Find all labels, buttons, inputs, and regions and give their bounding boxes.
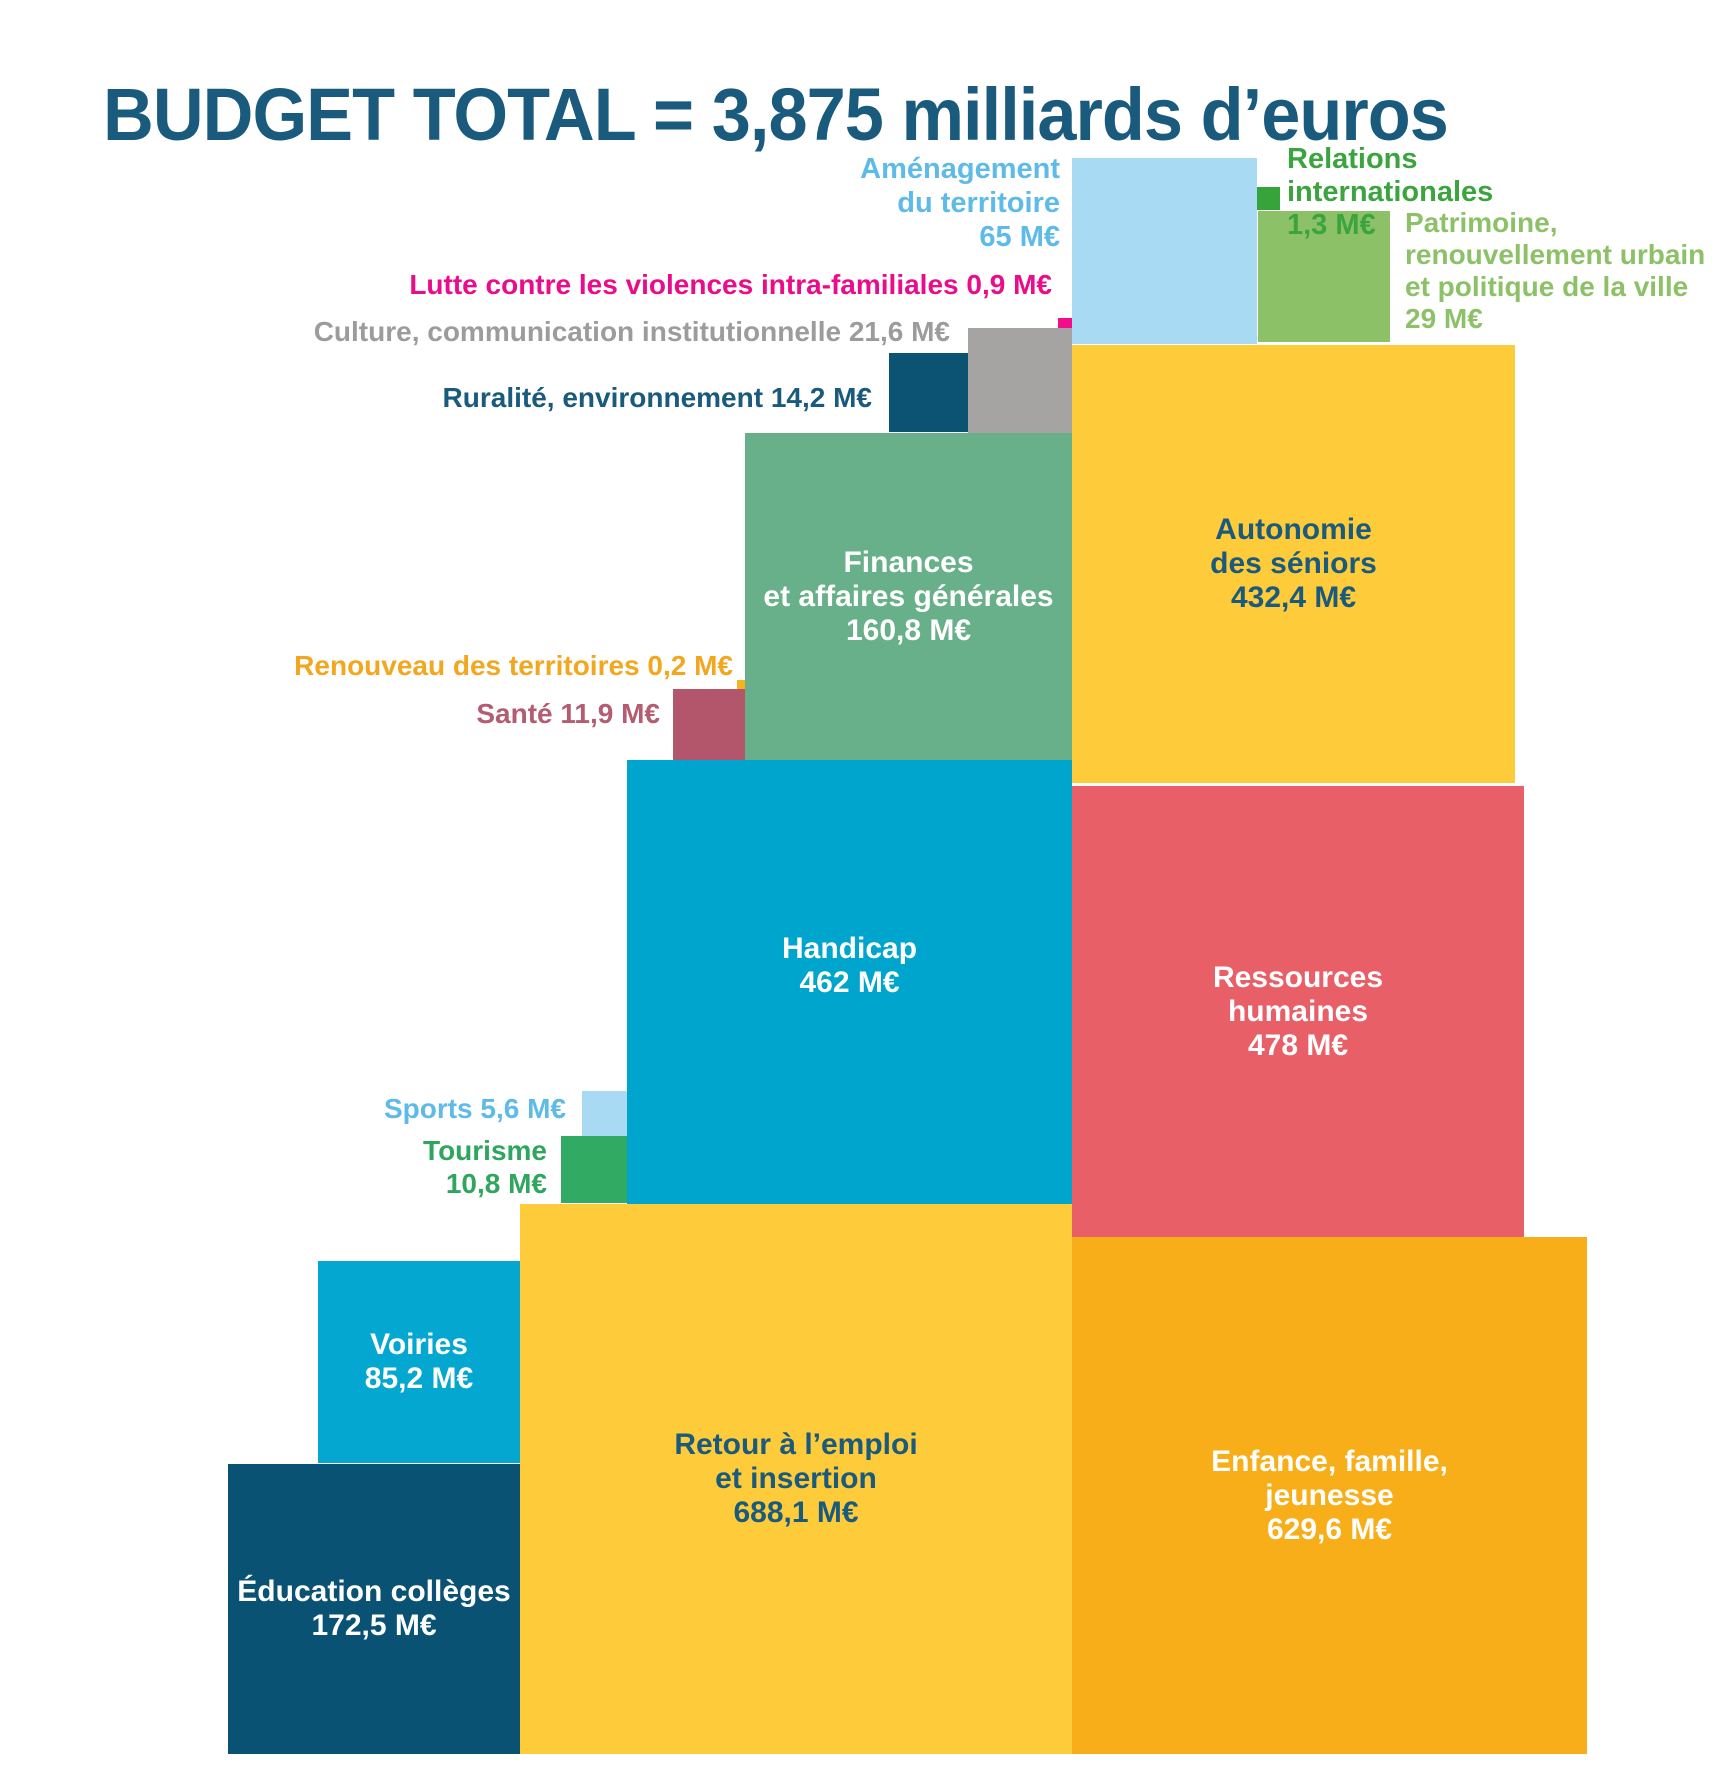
ressources-label-line: humaines (1227, 994, 1369, 1028)
enfance-square: Enfance, famille, jeunesse 629,6 M€ (1072, 1237, 1587, 1754)
autonomie-square: Autonomie des séniors 432,4 M€ (1072, 345, 1515, 783)
autonomie-label-line: des séniors (1210, 547, 1377, 580)
finances-label-line: Finances (843, 545, 974, 579)
renouveau-label-line: Renouveau des territoires 0,2 M€ (294, 650, 733, 681)
culture-square (968, 328, 1072, 433)
ruralite-label: Ruralité, environnement 14,2 M€ (422, 381, 872, 414)
renouveau-label: Renouveau des territoires 0,2 M€ (283, 649, 733, 682)
amenagement-value: 65 M€ (979, 221, 1060, 253)
voiries-label: Voiries 85,2 M€ (318, 1261, 520, 1463)
patrimoine-value: 29 M€ (1405, 303, 1483, 334)
enfance-label-line: jeunesse (1265, 1478, 1394, 1512)
enfance-label: Enfance, famille, jeunesse 629,6 M€ (1072, 1237, 1587, 1754)
ressources-square: Ressources humaines 478 M€ (1072, 786, 1524, 1237)
culture-label-line: Culture, communication institutionnelle … (313, 316, 950, 347)
ruralite-label-line: Ruralité, environnement 14,2 M€ (442, 382, 872, 413)
amenagement-label-line: du territoire (897, 187, 1060, 219)
tourisme-value: 10,8 M€ (445, 1168, 547, 1199)
education-label: Éducation collèges 172,5 M€ (228, 1464, 520, 1754)
tourisme-square (561, 1136, 627, 1203)
tourisme-label: Tourisme 10,8 M€ (247, 1134, 547, 1200)
autonomie-value: 432,4 M€ (1230, 581, 1357, 614)
tourisme-label-line: Tourisme (423, 1135, 547, 1166)
voiries-square: Voiries 85,2 M€ (318, 1261, 520, 1463)
ressources-label-line: Ressources (1212, 960, 1384, 994)
education-square: Éducation collèges 172,5 M€ (228, 1464, 520, 1754)
patrimoine-label-line: renouvellement urbain (1405, 239, 1706, 270)
retour-square: Retour à l’emploi et insertion 688,1 M€ (520, 1204, 1072, 1754)
voiries-label-line: Voiries (370, 1328, 468, 1361)
ruralite-square (889, 353, 968, 432)
finances-label: Finances et affaires générales 160,8 M€ (745, 433, 1072, 760)
sports-square (582, 1091, 627, 1136)
education-value: 172,5 M€ (311, 1609, 437, 1642)
lutte-square (1058, 318, 1072, 330)
retour-label-line: Retour à l’emploi (674, 1428, 918, 1461)
handicap-value: 462 M€ (799, 966, 900, 999)
finances-value: 160,8 M€ (845, 613, 972, 647)
sports-label: Sports 5,6 M€ (216, 1092, 566, 1125)
finances-square: Finances et affaires générales 160,8 M€ (745, 433, 1072, 760)
relations-label-line: Relations internationales (1287, 143, 1494, 208)
sante-square (673, 689, 745, 760)
handicap-label-line: Handicap (781, 932, 918, 965)
education-label-line: Éducation collèges (237, 1575, 511, 1608)
patrimoine-square (1258, 211, 1390, 342)
amenagement-square (1072, 158, 1257, 344)
relations-square (1257, 187, 1280, 210)
patrimoine-label-line: et politique de la ville (1405, 271, 1689, 302)
sante-label: Santé 11,9 M€ (310, 697, 660, 730)
patrimoine-label-line: Patrimoine, (1405, 207, 1558, 238)
enfance-value: 629,6 M€ (1266, 1512, 1393, 1546)
autonomie-label-line: Autonomie (1215, 513, 1372, 546)
culture-label: Culture, communication institutionnelle … (300, 315, 950, 348)
retour-value: 688,1 M€ (733, 1496, 859, 1529)
lutte-label-line: Lutte contre les violences intra-familia… (409, 269, 1052, 300)
voiries-value: 85,2 M€ (364, 1362, 474, 1395)
retour-label: Retour à l’emploi et insertion 688,1 M€ (520, 1204, 1072, 1754)
amenagement-label: Aménagement du territoire 65 M€ (660, 152, 1060, 254)
renouveau-square (737, 680, 745, 689)
ressources-label: Ressources humaines 478 M€ (1072, 786, 1524, 1237)
enfance-label-line: Enfance, famille, (1211, 1444, 1448, 1478)
retour-label-line: et insertion (715, 1462, 877, 1495)
ressources-value: 478 M€ (1247, 1028, 1349, 1062)
sports-label-line: Sports 5,6 M€ (383, 1093, 566, 1124)
amenagement-label-line: Aménagement (860, 153, 1060, 185)
autonomie-label: Autonomie des séniors 432,4 M€ (1072, 345, 1515, 783)
handicap-label: Handicap 462 M€ (627, 744, 1072, 1188)
relations-label: Relations internationales 1,3 M€ (1287, 143, 1617, 242)
sante-label-line: Santé 11,9 M€ (476, 698, 660, 729)
page-title: BUDGET TOTAL = 3,875 milliards d’euros (103, 72, 1449, 156)
finances-label-line: et affaires générales (763, 579, 1054, 613)
lutte-label: Lutte contre les violences intra-familia… (402, 268, 1052, 301)
patrimoine-label: Patrimoine, renouvellement urbain et pol… (1405, 207, 1733, 335)
handicap-square: Handicap 462 M€ (627, 760, 1072, 1204)
relations-value: 1,3 M€ (1287, 209, 1376, 241)
